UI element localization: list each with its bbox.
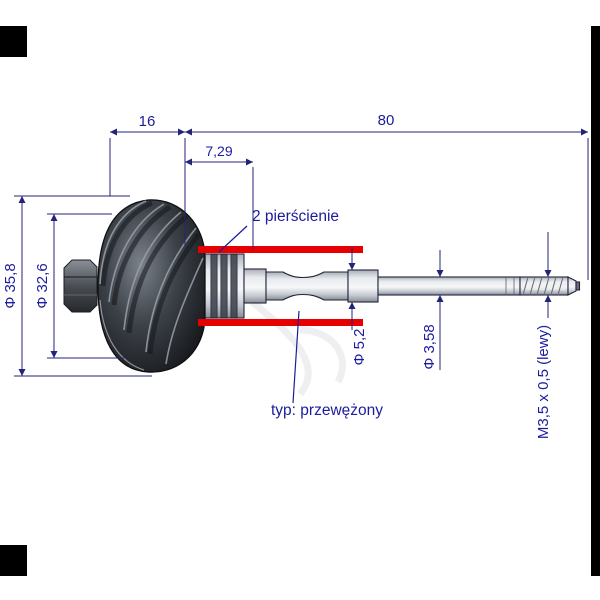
dim-dia-35-8-label: Φ 35,8	[2, 263, 19, 308]
dim-80-label: 80	[378, 112, 395, 129]
shaft-journal	[347, 269, 379, 303]
shaft	[204, 253, 581, 319]
dim-7-29-label: 7,29	[205, 143, 232, 159]
note-rings-label: 2 pierścienie	[252, 208, 339, 225]
highlight-bar-top	[198, 246, 363, 253]
ring-groove	[220, 253, 228, 319]
dim-thread-label: M3,5 x 0,5 (lewy)	[535, 325, 552, 439]
scan-artifact-top-left	[0, 26, 27, 57]
shaft-tip-chamfer	[567, 276, 577, 296]
rings-leader-line	[218, 225, 248, 253]
wheel-nut	[63, 259, 98, 313]
wheel-blades	[99, 200, 204, 371]
shaft-tip	[575, 281, 581, 291]
ring-groove	[230, 253, 238, 319]
shaft-step	[243, 268, 267, 304]
dimension-16	[109, 128, 185, 196]
turbine-wheel	[63, 199, 206, 373]
dimension-7-29	[185, 158, 254, 249]
ring-groove	[210, 253, 218, 319]
dim-dia-32-6-label: Φ 32,6	[34, 263, 51, 308]
dimension-80	[184, 128, 589, 280]
watermark	[249, 299, 346, 397]
dim-16-label: 16	[139, 113, 156, 130]
dimension-dia-35-8	[14, 195, 152, 377]
type-leader-line	[292, 310, 300, 404]
dim-dia-5-2-label: Φ 5,2	[351, 329, 368, 366]
shaft-thread	[519, 276, 581, 296]
shaft-waist-section	[265, 271, 349, 301]
dim-dia-3-58-label: Φ 3,58	[421, 324, 438, 369]
scan-artifact-bottom-left	[0, 545, 27, 576]
highlight-bar-bottom	[198, 319, 363, 326]
shaft-body	[377, 276, 521, 296]
scan-artifact-right	[591, 26, 600, 576]
note-type-label: typ: przewężony	[271, 402, 383, 419]
dimension-dia-32-6	[47, 213, 124, 359]
